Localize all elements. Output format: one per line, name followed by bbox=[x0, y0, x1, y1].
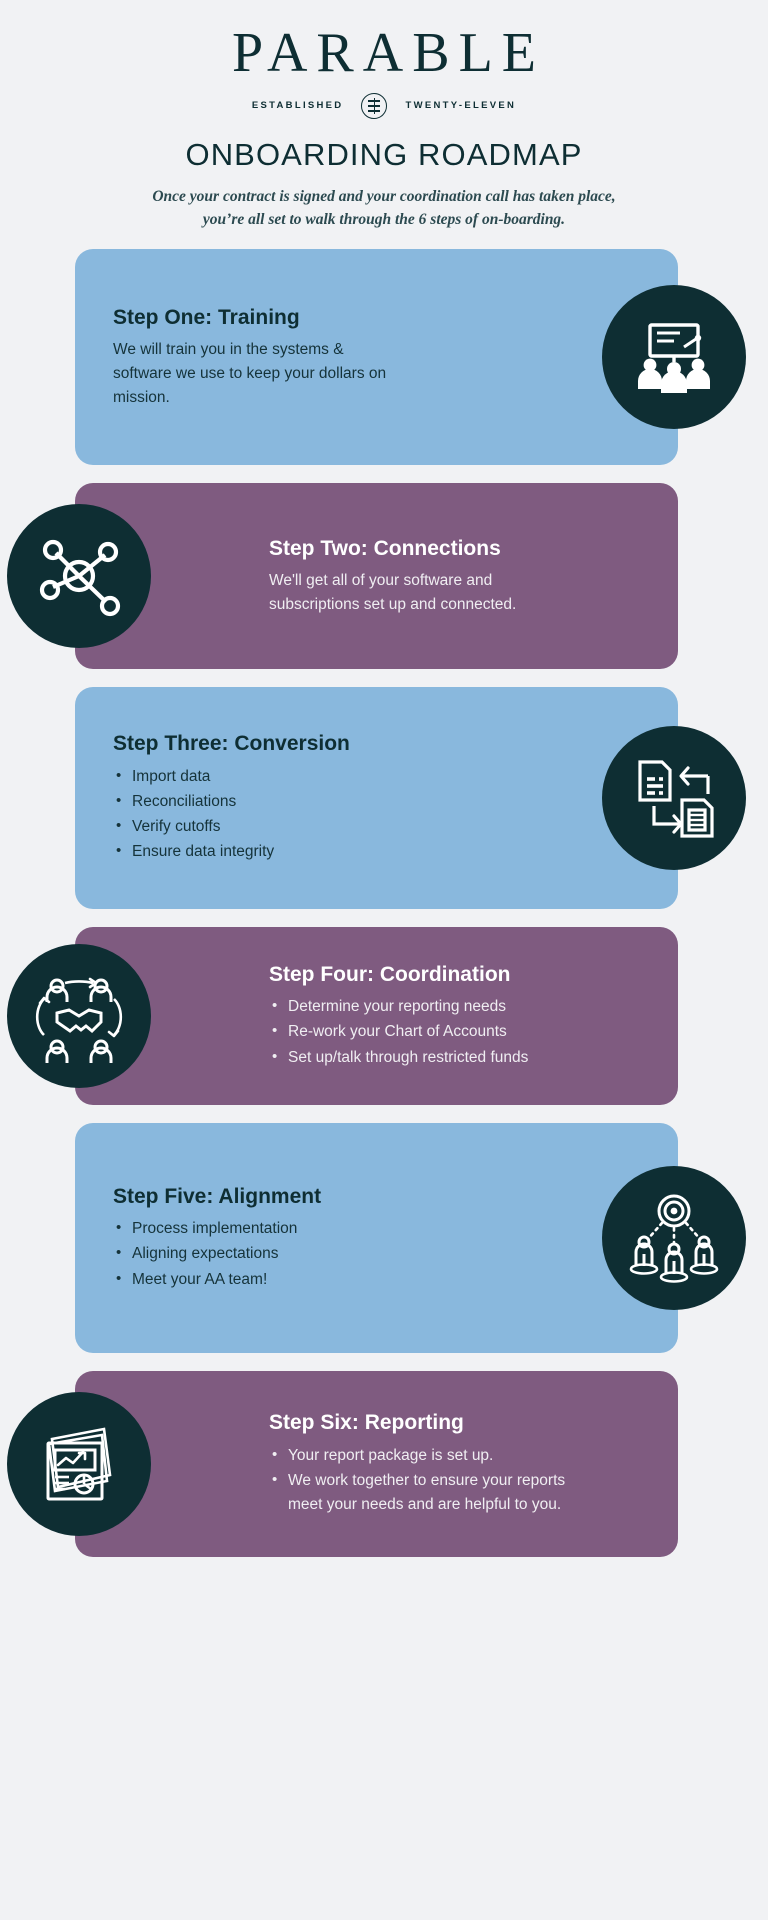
step-card-five[interactable]: Step Five: Alignment Process implementat… bbox=[75, 1123, 746, 1354]
steps-list: Step One: Training We will train you in … bbox=[0, 249, 768, 1558]
step-six-content: Step Six: Reporting Your report package … bbox=[255, 1380, 585, 1548]
established-line: ESTABLISHED TWENTY-ELEVEN bbox=[0, 92, 768, 119]
list-item: Ensure data integrity bbox=[113, 839, 405, 864]
step-six-title: Step Six: Reporting bbox=[269, 1411, 464, 1435]
report-chart-icon bbox=[7, 1392, 151, 1537]
list-item: Set up/talk through restricted funds bbox=[269, 1044, 585, 1070]
step-three-bullets: Import data Reconciliations Verify cutof… bbox=[113, 764, 405, 865]
step-one-content: Step One: Training We will train you in … bbox=[75, 275, 405, 440]
step-five-content: Step Five: Alignment Process implementat… bbox=[75, 1154, 405, 1323]
step-four-title: Step Four: Coordination bbox=[269, 962, 511, 986]
step-one-title: Step One: Training bbox=[113, 305, 300, 329]
list-item: Determine your reporting needs bbox=[269, 994, 585, 1019]
list-item: Verify cutoffs bbox=[113, 814, 405, 839]
established-left-label: ESTABLISHED bbox=[251, 100, 344, 112]
step-card-three[interactable]: Step Three: Conversion Import data Recon… bbox=[75, 687, 746, 910]
step-card-four[interactable]: Step Four: Coordination Determine your r… bbox=[7, 927, 678, 1106]
training-presentation-icon bbox=[602, 285, 746, 430]
handshake-team-icon bbox=[7, 944, 151, 1089]
step-five-title: Step Five: Alignment bbox=[113, 1184, 322, 1208]
step-two-content: Step Two: Connections We'll get all of y… bbox=[255, 506, 585, 647]
step-five-bullets: Process implementation Aligning expectat… bbox=[113, 1216, 405, 1292]
step-six-bullets: Your report package is set up. We work t… bbox=[269, 1443, 585, 1518]
target-alignment-icon bbox=[602, 1166, 746, 1311]
step-four-content: Step Four: Coordination Determine your r… bbox=[255, 932, 585, 1101]
step-three-title: Step Three: Conversion bbox=[113, 732, 350, 756]
step-one-description: We will train you in the systems & softw… bbox=[113, 340, 387, 406]
list-item: Process implementation bbox=[113, 1216, 405, 1241]
list-item: Reconciliations bbox=[113, 789, 405, 814]
step-card-six[interactable]: Step Six: Reporting Your report package … bbox=[7, 1371, 678, 1558]
step-four-bullets: Determine your reporting needs Re-work y… bbox=[269, 994, 585, 1070]
header: PARABLE ESTABLISHED TWENTY-ELEVEN ONBOAR… bbox=[0, 0, 768, 231]
network-nodes-icon bbox=[7, 504, 151, 649]
list-item: Re-work your Chart of Accounts bbox=[269, 1019, 585, 1044]
list-item: Meet your AA team! bbox=[113, 1266, 405, 1292]
list-item: We work together to ensure your reports … bbox=[269, 1468, 585, 1517]
step-two-title: Step Two: Connections bbox=[269, 536, 501, 560]
document-conversion-icon bbox=[602, 726, 746, 871]
page-title: ONBOARDING ROADMAP bbox=[185, 136, 583, 172]
step-card-one[interactable]: Step One: Training We will train you in … bbox=[75, 249, 746, 466]
step-three-content: Step Three: Conversion Import data Recon… bbox=[75, 701, 405, 895]
list-item: Aligning expectations bbox=[113, 1241, 405, 1266]
step-two-description: We'll get all of your software and subsc… bbox=[269, 571, 517, 613]
page-subtitle: Once your contract is signed and your co… bbox=[152, 187, 616, 229]
established-right-label: TWENTY-ELEVEN bbox=[405, 100, 517, 112]
step-card-two[interactable]: Step Two: Connections We'll get all of y… bbox=[7, 483, 678, 670]
list-item: Your report package is set up. bbox=[269, 1443, 585, 1468]
list-item: Import data bbox=[113, 764, 405, 789]
brand-wordmark: PARABLE bbox=[231, 22, 545, 84]
parable-monogram-icon bbox=[361, 92, 388, 119]
